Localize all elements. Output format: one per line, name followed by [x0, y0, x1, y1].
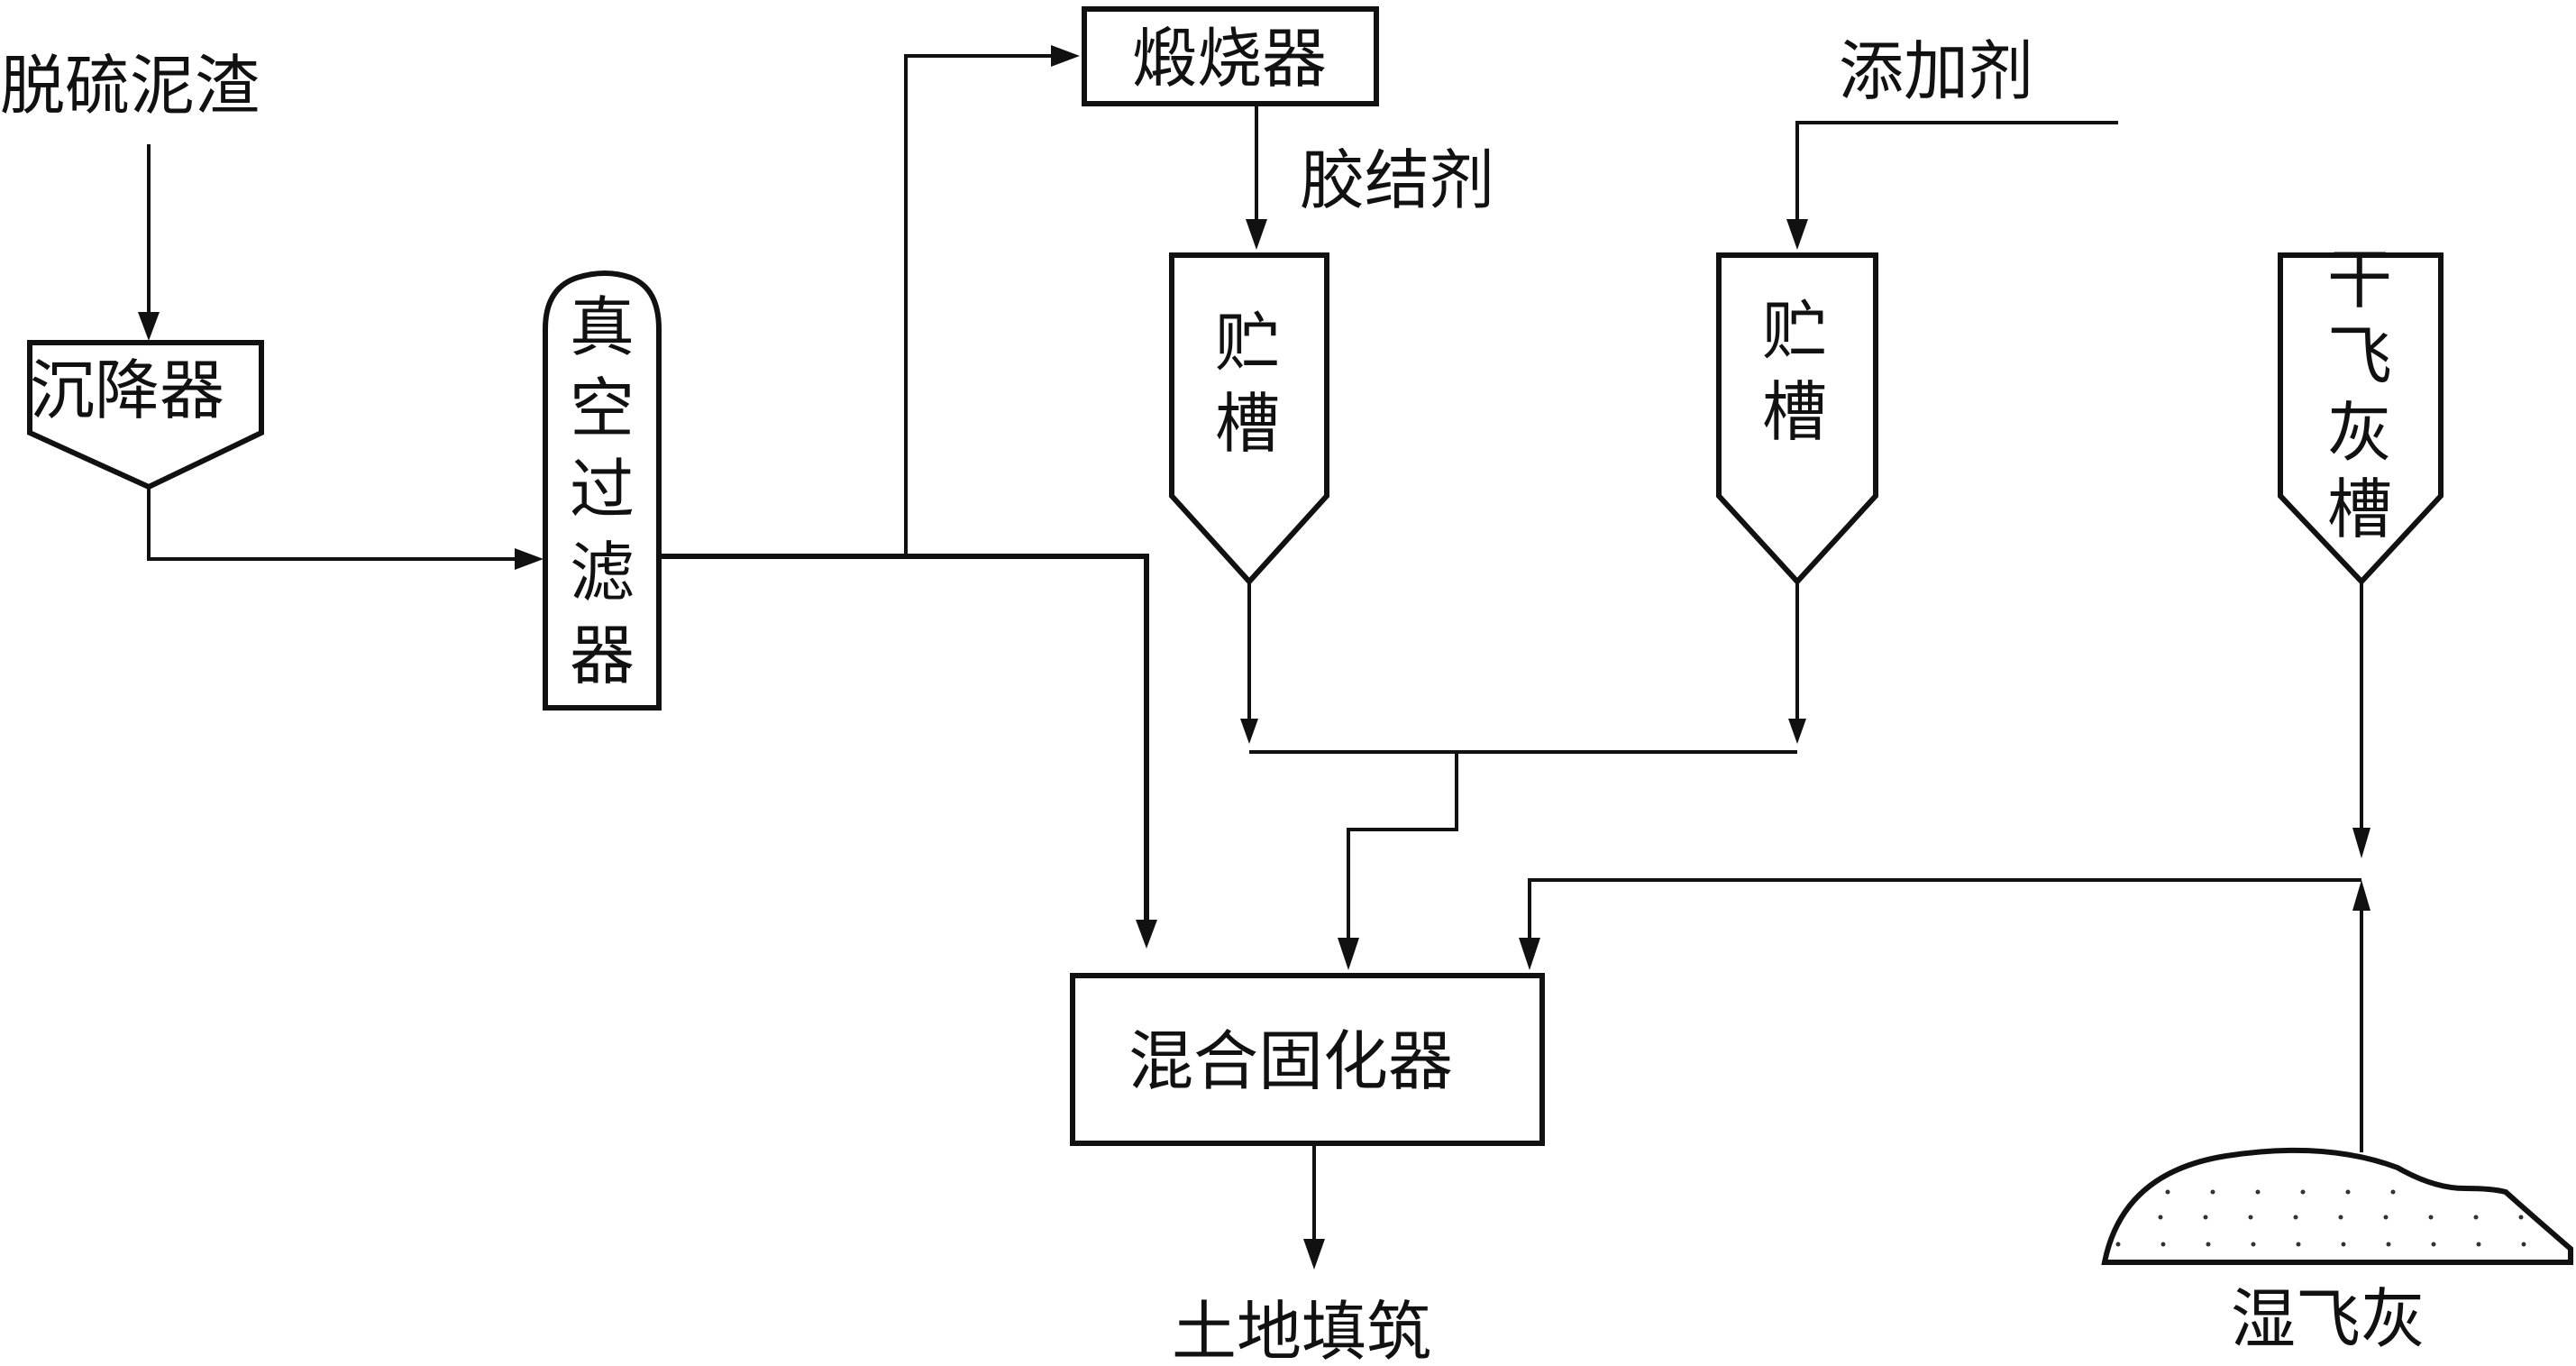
ash-dot: [2383, 1215, 2389, 1220]
label-dry-ash-char-2: 飞: [2327, 318, 2392, 394]
label-settler: 沉降器: [30, 353, 224, 428]
dry-ash-tank-node: [2278, 252, 2444, 586]
ash-dot: [2300, 1189, 2306, 1195]
arrow-dry-ash-down: [2352, 828, 2370, 858]
ash-dot: [2248, 1215, 2253, 1220]
arrow-into-tank2: [1786, 219, 1808, 250]
ash-dot: [2341, 1242, 2346, 1247]
ash-dot: [2158, 1215, 2163, 1220]
ash-dot: [2251, 1242, 2256, 1247]
arrow-into-mixer-from-ash: [1519, 938, 1540, 970]
label-filter-char-3: 过: [570, 452, 635, 527]
wet-ash-texture: [2115, 1189, 2526, 1247]
label-mixer: 混合固化器: [1128, 1023, 1453, 1099]
label-dry-ash-char-3: 灰: [2327, 395, 2392, 471]
calciner-node: [1082, 6, 1379, 106]
mixer-node: [1070, 973, 1545, 1146]
arrow-into-mixer-from-filter: [1136, 920, 1157, 949]
edge-settler-filter: [147, 487, 518, 561]
ash-dot: [2345, 1189, 2351, 1195]
edge-filter-outlet: [659, 554, 1149, 924]
ash-dot: [2386, 1242, 2391, 1247]
ash-dot: [2165, 1189, 2170, 1195]
label-tank1-char-2: 槽: [1215, 386, 1280, 462]
storage-tank-1-node: [1169, 252, 1329, 586]
ash-dot: [2473, 1215, 2479, 1220]
label-filter-char-5: 器: [570, 618, 635, 693]
ash-dot: [2431, 1242, 2436, 1247]
ash-dot: [2203, 1215, 2208, 1220]
ash-dot: [2521, 1242, 2526, 1247]
arrow-tank1-to-merge: [1240, 719, 1258, 744]
label-binder: 胶结剂: [1300, 142, 1494, 218]
label-filter-char-1: 真: [570, 289, 635, 365]
ash-dot: [2210, 1189, 2215, 1195]
edge-filter-calciner: [904, 54, 1055, 556]
ash-dot: [2338, 1215, 2343, 1220]
arrow-into-filter: [515, 548, 544, 570]
ash-dot: [2115, 1242, 2121, 1247]
settler-node: [27, 340, 264, 490]
ash-dot: [2390, 1189, 2396, 1195]
arrow-into-tank1: [1246, 219, 1267, 250]
label-tank2-char-2: 槽: [1762, 374, 1827, 450]
ash-dot: [2293, 1215, 2298, 1220]
label-additive: 添加剂: [1839, 33, 2033, 109]
storage-tank-2-node: [1716, 252, 1878, 586]
arrow-into-output: [1303, 1239, 1325, 1270]
vacuum-filter-node: [543, 270, 662, 711]
label-filter-char-4: 滤: [570, 535, 635, 610]
ash-dot: [2160, 1242, 2166, 1247]
label-filter-char-2: 空: [570, 371, 635, 446]
arrow-wet-ash-up: [2352, 880, 2370, 911]
edge-merge-mixer: [1347, 752, 1458, 942]
ash-dot: [2255, 1189, 2261, 1195]
edge-additive-tank2: [1795, 121, 2118, 221]
label-tank2-char-1: 贮: [1762, 293, 1827, 369]
ash-dot: [2428, 1215, 2434, 1220]
arrow-into-calciner: [1051, 45, 1080, 67]
arrow-into-settler: [138, 312, 160, 341]
ash-dot: [2518, 1215, 2524, 1220]
label-dry-ash-char-1: 干: [2327, 242, 2392, 317]
ash-dot: [2296, 1242, 2301, 1247]
ash-dot: [2476, 1242, 2481, 1247]
label-source: 脱硫泥渣: [0, 48, 260, 124]
label-tank1-char-1: 贮: [1215, 305, 1280, 380]
label-dry-ash-char-4: 槽: [2327, 472, 2392, 547]
label-calciner: 煅烧器: [1132, 21, 1327, 96]
label-wet-ash: 湿飞灰: [2231, 1281, 2425, 1357]
label-output: 土地填筑: [1172, 1294, 1431, 1366]
ash-dot: [2206, 1242, 2211, 1247]
wet-ash-pile: [2101, 1147, 2573, 1265]
edge-ash-mixer: [1528, 878, 2361, 942]
arrow-tank2-to-merge: [1788, 719, 1806, 744]
arrow-into-mixer-from-tanks: [1338, 938, 1359, 970]
